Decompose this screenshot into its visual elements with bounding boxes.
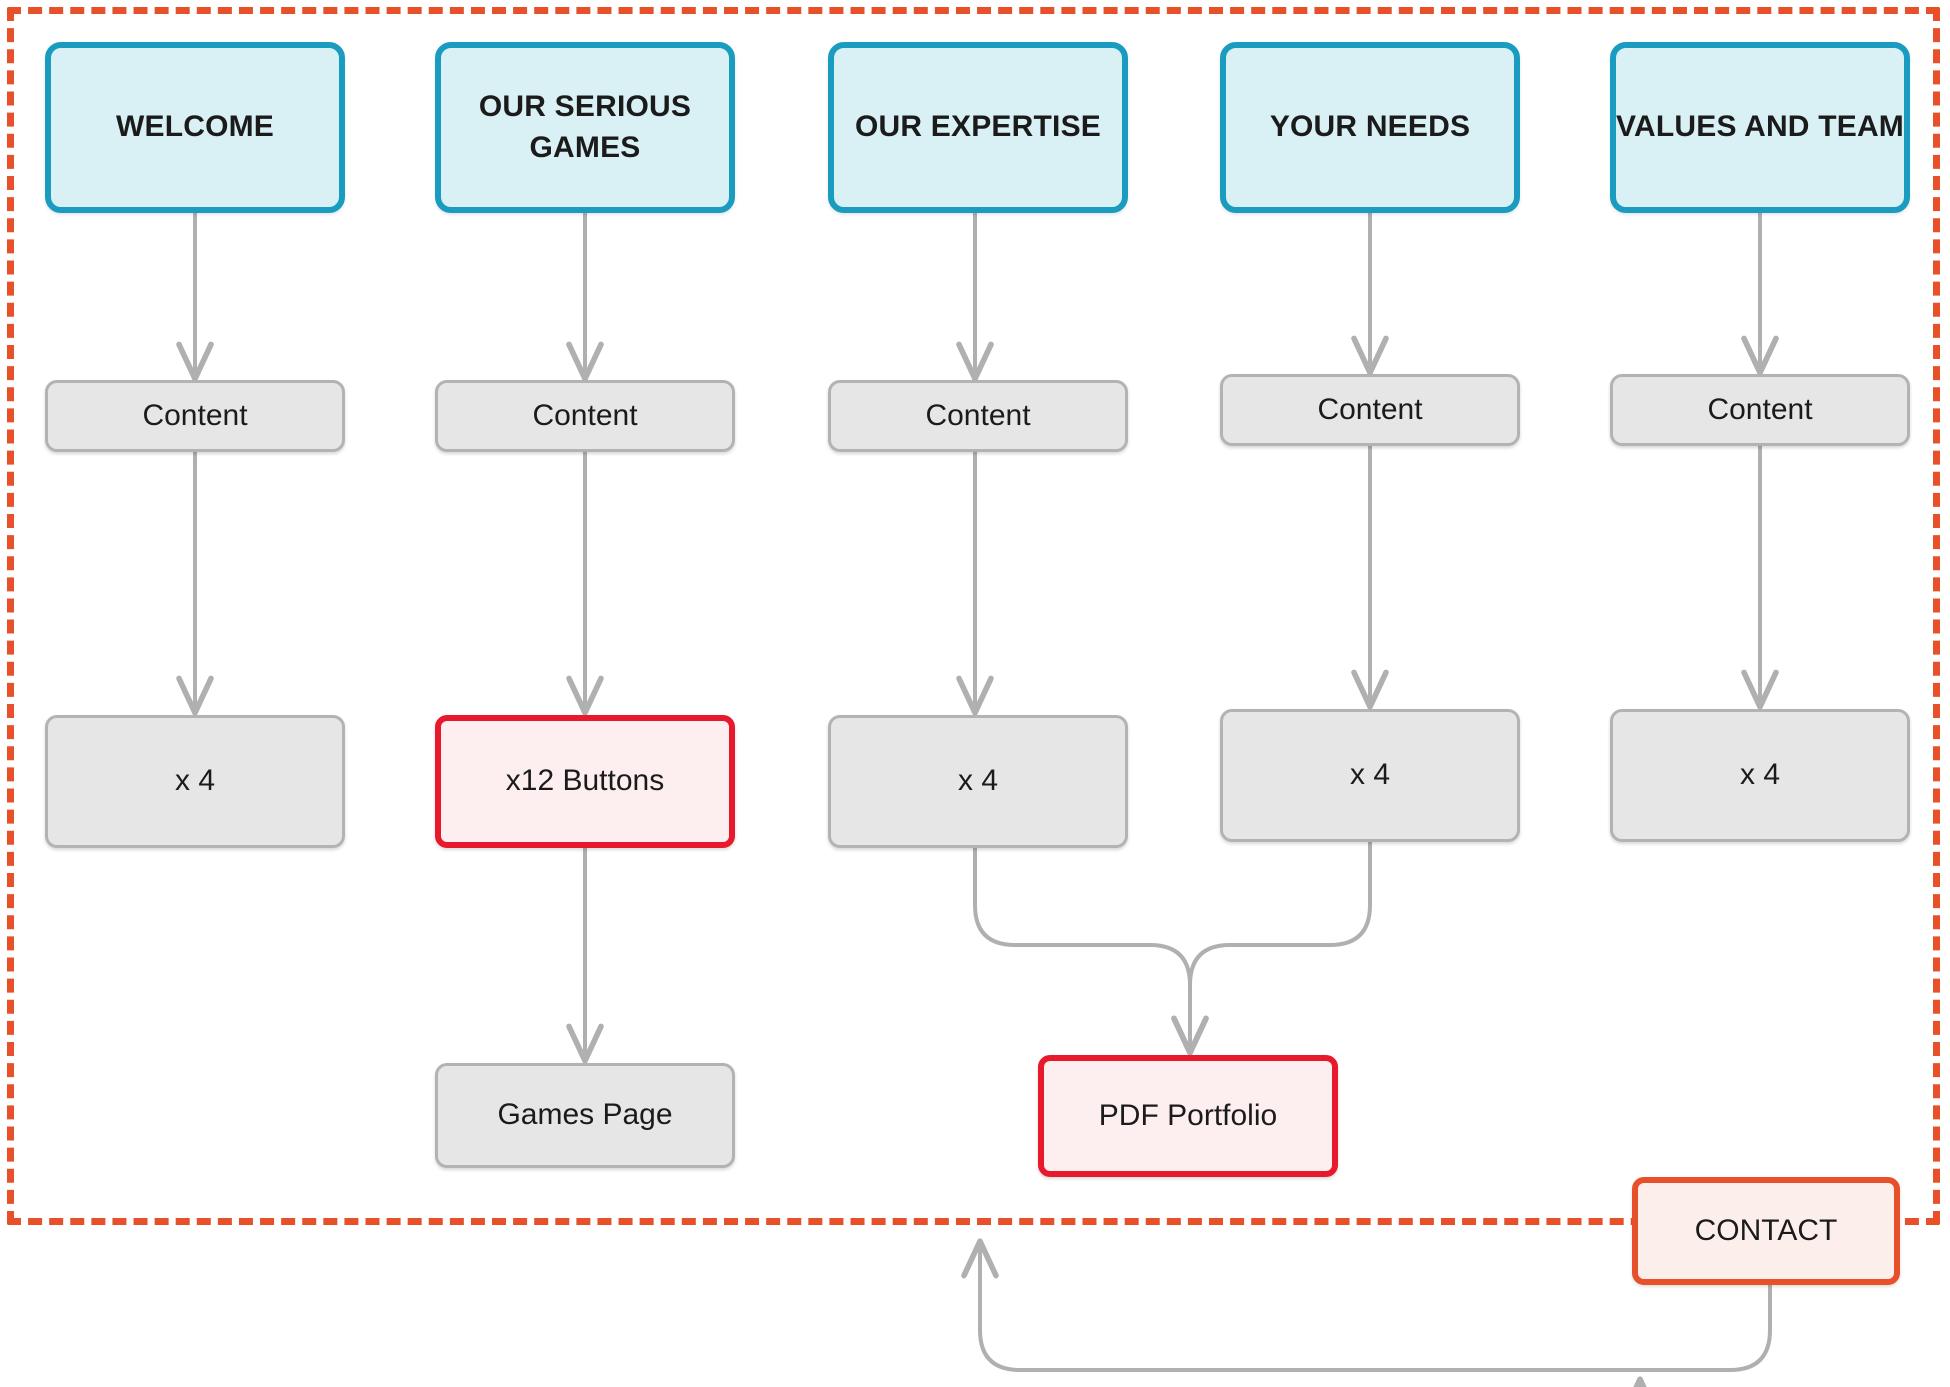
node-content-our-serious-games-label: Content <box>532 398 638 432</box>
node-leaf-expertise-x4[interactable]: x 4 <box>828 715 1128 848</box>
node-header-your-needs-label: YOUR NEEDS <box>1269 110 1471 144</box>
node-content-your-needs-label: Content <box>1317 392 1423 426</box>
node-content-welcome-label: Content <box>142 398 248 432</box>
node-content-values-and-team-label: Content <box>1707 392 1813 426</box>
node-leaf-welcome-x4[interactable]: x 4 <box>45 715 345 848</box>
node-contact[interactable]: CONTACT <box>1632 1177 1900 1285</box>
node-header-your-needs[interactable]: YOUR NEEDS <box>1220 42 1520 213</box>
node-header-our-expertise-label: OUR EXPERTISE <box>855 110 1101 144</box>
node-content-our-expertise[interactable]: Content <box>828 380 1128 452</box>
node-content-welcome[interactable]: Content <box>45 380 345 452</box>
node-header-welcome-label: WELCOME <box>115 110 275 144</box>
node-leaf-games-x12-buttons[interactable]: x12 Buttons <box>435 715 735 848</box>
node-leaf-expertise-x4-label: x 4 <box>957 764 999 798</box>
node-leaf-needs-x4-label: x 4 <box>1349 758 1391 792</box>
node-header-values-and-team[interactable]: VALUES AND TEAM <box>1610 42 1910 213</box>
node-content-your-needs[interactable]: Content <box>1220 374 1520 446</box>
node-games-page-label: Games Page <box>497 1098 673 1132</box>
node-pdf-portfolio[interactable]: PDF Portfolio <box>1038 1055 1338 1177</box>
single-page-site-boundary <box>7 7 1940 1225</box>
node-leaf-games-x12-buttons-label: x12 Buttons <box>505 764 665 798</box>
node-header-values-and-team-label: VALUES AND TEAM <box>1616 110 1904 144</box>
node-header-our-serious-games-label: OUR SERIOUS GAMES <box>478 90 692 164</box>
node-header-our-serious-games[interactable]: OUR SERIOUS GAMES <box>435 42 735 213</box>
node-content-our-serious-games[interactable]: Content <box>435 380 735 452</box>
node-contact-label: CONTACT <box>1694 1213 1838 1247</box>
node-leaf-welcome-x4-label: x 4 <box>174 764 216 798</box>
node-pdf-portfolio-label: PDF Portfolio <box>1098 1098 1278 1132</box>
node-leaf-values-x4-label: x 4 <box>1739 758 1781 792</box>
node-games-page[interactable]: Games Page <box>435 1063 735 1168</box>
node-content-our-expertise-label: Content <box>925 398 1031 432</box>
node-header-welcome[interactable]: WELCOME <box>45 42 345 213</box>
node-header-our-expertise[interactable]: OUR EXPERTISE <box>828 42 1128 213</box>
node-leaf-needs-x4[interactable]: x 4 <box>1220 709 1520 842</box>
node-content-values-and-team[interactable]: Content <box>1610 374 1910 446</box>
node-leaf-values-x4[interactable]: x 4 <box>1610 709 1910 842</box>
